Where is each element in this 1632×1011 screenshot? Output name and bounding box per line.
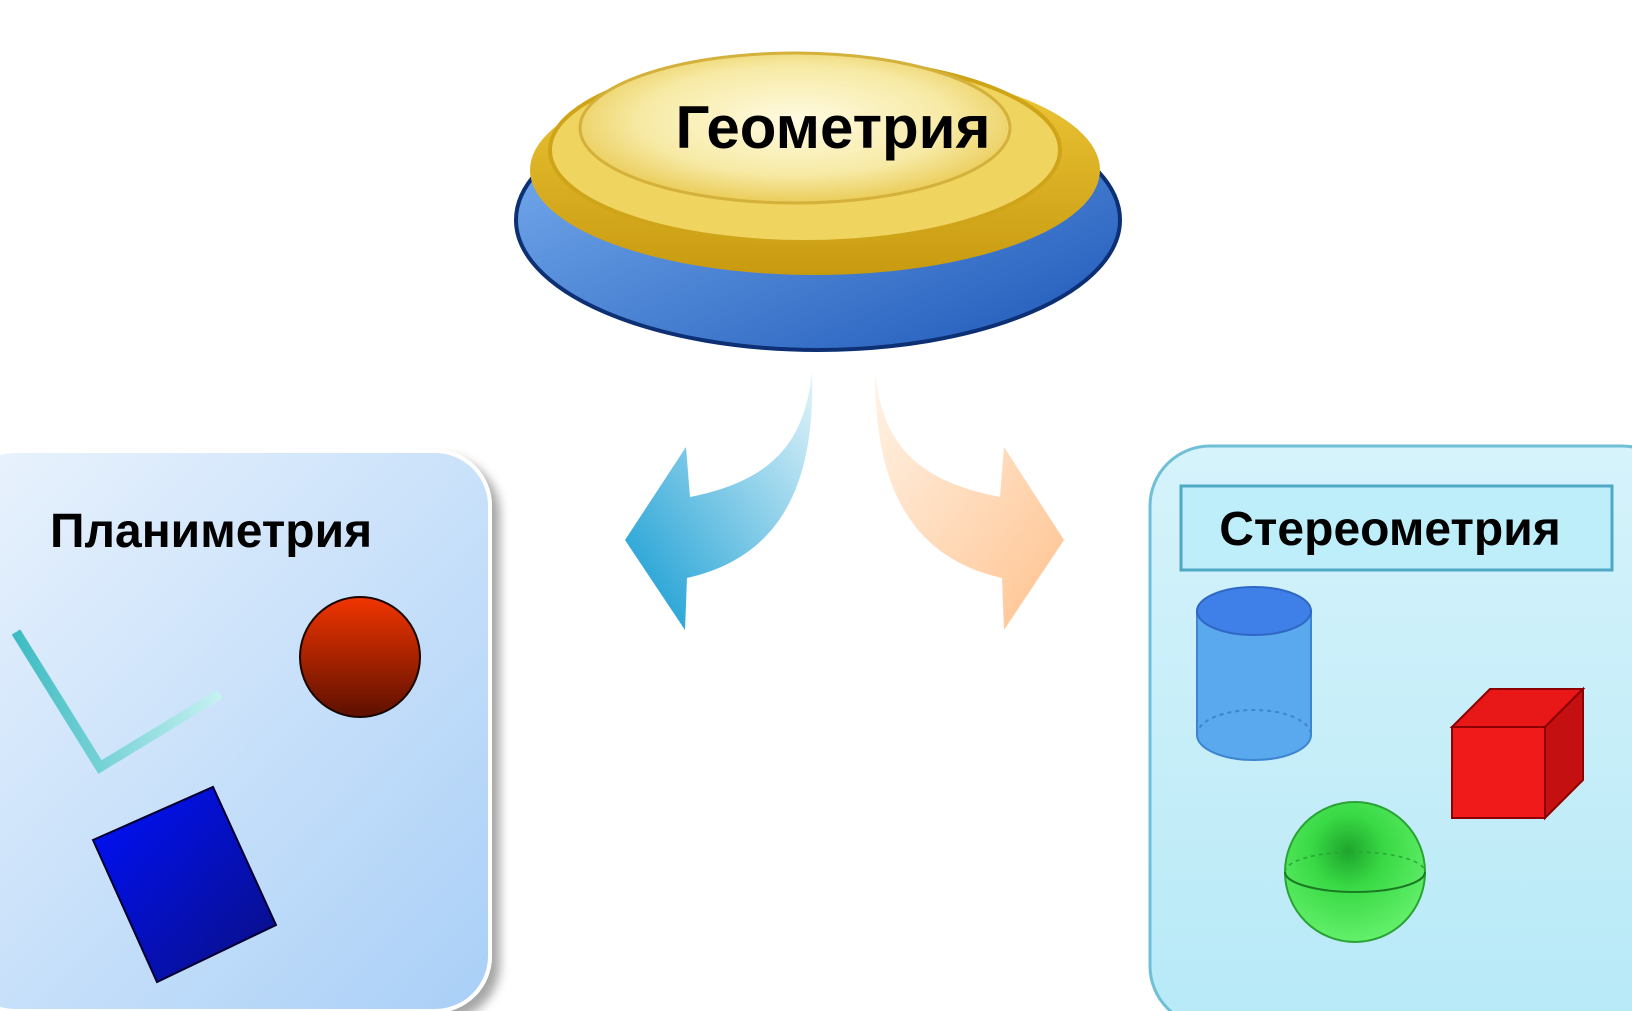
planimetry-label: Планиметрия xyxy=(50,505,372,558)
stereometry-panel: Стереометрия xyxy=(1148,444,1632,1011)
root-label: Геометрия xyxy=(675,94,990,161)
stereometry-title-box xyxy=(1179,484,1614,572)
angle-icon xyxy=(11,629,223,774)
left-arrow xyxy=(625,372,813,630)
root-top xyxy=(578,51,1012,205)
stereometry-label: Стереометрия xyxy=(1219,503,1560,556)
sphere-icon xyxy=(1284,801,1426,943)
cube-icon xyxy=(1449,686,1586,821)
right-arrow xyxy=(875,372,1064,630)
planimetry-panel: Планиметрия xyxy=(0,449,492,1011)
circle-icon xyxy=(299,596,421,718)
square-icon xyxy=(91,785,278,984)
cylinder-icon xyxy=(1196,586,1312,761)
root-node: Геометрия xyxy=(514,51,1122,352)
